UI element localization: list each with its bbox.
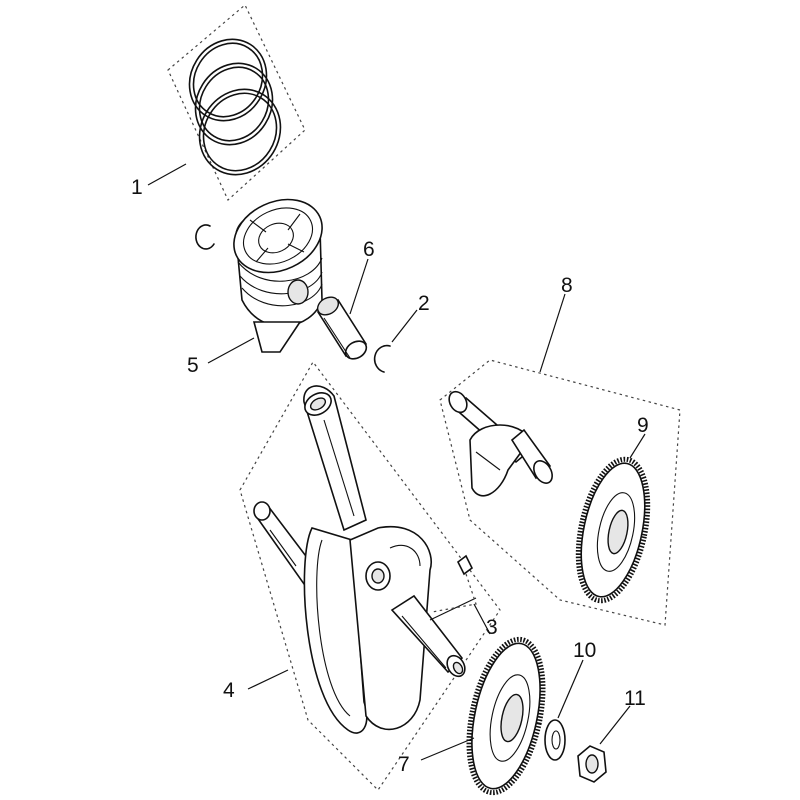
callout-10: 10 [573, 639, 596, 662]
piston-pin[interactable] [314, 294, 369, 363]
nut[interactable] [577, 745, 607, 783]
callout-11: 11 [624, 687, 646, 710]
callout-5: 5 [187, 354, 199, 377]
callout-labels: 1 2 3 4 5 6 7 8 9 10 11 [131, 176, 649, 776]
balancer-shaft-assembly[interactable] [439, 359, 681, 626]
callout-7: 7 [398, 753, 410, 776]
callout-3: 3 [486, 616, 498, 639]
crankshaft-key[interactable] [431, 554, 477, 613]
piston-rings[interactable] [167, 4, 306, 201]
callout-2: 2 [418, 292, 430, 315]
piston-pin-clip[interactable] [195, 224, 215, 250]
piston-pin-clip-2[interactable] [373, 344, 391, 373]
callout-6: 6 [363, 238, 375, 261]
leader-lines [147, 163, 646, 761]
drive-gear[interactable] [457, 633, 556, 800]
piston[interactable] [222, 186, 334, 353]
crankshaft-assembly[interactable] [239, 360, 501, 791]
callout-9: 9 [637, 414, 649, 437]
callout-8: 8 [561, 274, 573, 297]
washer[interactable] [544, 719, 566, 761]
callout-1: 1 [131, 176, 143, 199]
callout-4: 4 [223, 679, 235, 702]
balancer-gear[interactable] [567, 453, 660, 607]
